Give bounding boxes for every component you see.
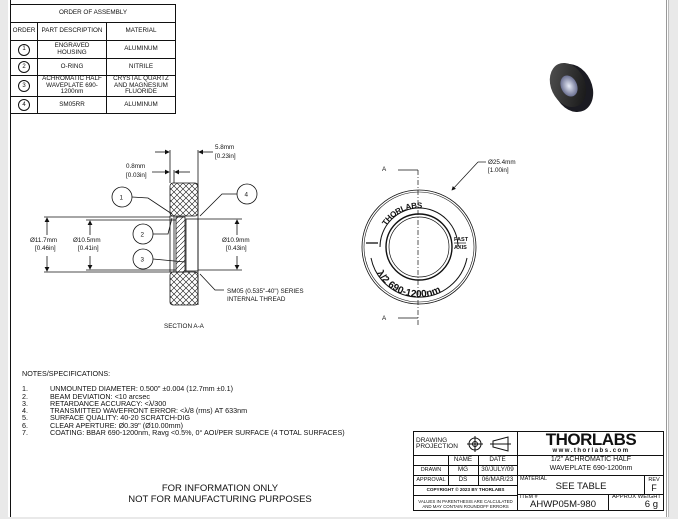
part-material: ALUMINUM [124, 100, 158, 108]
sheet-border-left [10, 0, 11, 517]
approval-name: DS [458, 476, 468, 484]
svg-text:AXIS: AXIS [454, 245, 467, 251]
title-line-1: 1/2" ACHROMATIC HALF [550, 456, 632, 464]
weight-value: 6 g [644, 499, 658, 511]
order-balloon: 1 [18, 43, 30, 56]
note-item: 2.BEAM DEVIATION: <10 arcsec [22, 391, 150, 401]
order-balloon: 4 [18, 99, 30, 111]
part-description: ENGRAVED HOUSING [38, 41, 107, 59]
svg-text:0.8mm: 0.8mm [126, 163, 145, 170]
note-item: 3.RETARDANCE ACCURACY: <λ/300 [22, 398, 167, 408]
svg-text:2: 2 [141, 232, 145, 239]
svg-text:Ø10.5mm: Ø10.5mm [73, 237, 101, 244]
header-order: ORDER [11, 23, 38, 41]
date-header: DATE [489, 456, 506, 464]
svg-text:[0.46in]: [0.46in] [35, 245, 56, 252]
disclaimer: VALUES IN PARENTHESIS ARE CALCULATED AND… [418, 498, 513, 509]
svg-text:[0.41in]: [0.41in] [78, 245, 99, 252]
rev-label: REV [648, 476, 660, 483]
svg-text:[0.43in]: [0.43in] [226, 245, 247, 252]
drawn-date: 30/JULY/09 [481, 466, 514, 474]
section-dimension-labels: 5.8mm [0.23in] 0.8mm [0.03in] Ø11.7mm [0… [30, 144, 304, 330]
sheet-border-right [666, 0, 667, 517]
approval-label: APPROVAL [416, 477, 446, 484]
svg-text:FAST: FAST [454, 237, 469, 243]
order-balloon: 2 [18, 61, 30, 73]
item-number: AHWP05M-980 [530, 498, 596, 510]
svg-text:3: 3 [141, 257, 145, 264]
material-label: MATERIAL [520, 476, 548, 482]
name-header: NAME [453, 456, 473, 464]
item-label: ITEM # [520, 494, 538, 500]
part-description: SM05RR [38, 97, 107, 113]
note-item: 4.TRANSMITTED WAVEFRONT ERROR: <λ/8 (rms… [22, 406, 248, 416]
drawn-label: DRAWN [420, 467, 442, 474]
svg-text:SECTION A-A: SECTION A-A [164, 323, 205, 330]
product-render [549, 62, 594, 113]
part-material: CRYSTAL QUARTZ AND MAGNESIUM FLUORIDE [107, 76, 175, 97]
assembly-table-title: ORDER OF ASSEMBLY [11, 5, 175, 23]
engraving-spec: λ/2 690-1200nm [374, 269, 442, 301]
part-description: ACHROMATIC HALF WAVEPLATE 690-1200nm [38, 76, 107, 97]
svg-text:[0.23in]: [0.23in] [215, 153, 236, 160]
svg-text:Ø10.9mm: Ø10.9mm [222, 237, 250, 244]
svg-text:Ø11.7mm: Ø11.7mm [30, 237, 57, 244]
copyright: COPYRIGHT © 2023 BY THORLABS [426, 487, 505, 493]
approval-date: 06/MAR/23 [481, 476, 514, 484]
footer-line-1: FOR INFORMATION ONLY [161, 483, 279, 494]
footer-line-2: NOT FOR MANUFACTURING PURPOSES [128, 494, 312, 505]
part-material: NITRILE [107, 59, 175, 76]
part-description: O-RING [38, 59, 107, 76]
svg-text:[0.03in]: [0.03in] [126, 172, 147, 179]
disclaimer-footer: FOR INFORMATION ONLY NOT FOR MANUFACTURI… [100, 483, 340, 505]
svg-text:Ø25.4mm: Ø25.4mm [488, 159, 516, 166]
section-view [44, 149, 258, 306]
rev-value: F [651, 483, 657, 494]
note-item: 7.COATING: BBAR 690-1200nm, Ravg <0.5%, … [22, 428, 345, 438]
title-line-2: WAVEPLATE 690-1200nm [549, 465, 633, 473]
svg-text:5.8mm: 5.8mm [215, 144, 234, 151]
website: www.thorlabs.com [552, 448, 630, 455]
title-block: DRAWING PROJECTION NAME DATE DRAWN MG 30… [413, 431, 664, 511]
third-angle-projection-icon [467, 436, 511, 452]
svg-text:1: 1 [120, 195, 124, 202]
notes-title: NOTES/SPECIFICATIONS: [22, 369, 111, 378]
front-view [361, 161, 486, 325]
order-balloon: 3 [18, 80, 30, 92]
svg-text:A: A [382, 315, 387, 322]
note-item: 5.SURFACE QUALITY: 40-20 SCRATCH-DIG [22, 413, 191, 423]
svg-text:INTERNAL THREAD: INTERNAL THREAD [227, 296, 286, 303]
notes-section: NOTES/SPECIFICATIONS: 1.UNMOUNTED DIAMET… [22, 369, 345, 438]
material-value: SEE TABLE [555, 480, 607, 492]
header-material: MATERIAL [107, 23, 175, 41]
svg-text:A: A [382, 166, 387, 173]
header-description: PART DESCRIPTION [38, 23, 107, 41]
assembly-table: ORDER OF ASSEMBLY ORDER PART DESCRIPTION… [10, 4, 176, 114]
svg-text:SM05 (0.535"-40") SERIES: SM05 (0.535"-40") SERIES [227, 288, 304, 295]
note-item: 6.CLEAR APERTURE: Ø0.39" (Ø10.00mm) [22, 420, 184, 430]
svg-text:4: 4 [245, 192, 249, 199]
drawn-name: MG [457, 466, 469, 474]
part-material: ALUMINUM [107, 41, 175, 59]
svg-text:[1.00in]: [1.00in] [488, 167, 509, 174]
weight-label: APPROX WEIGHT [612, 494, 661, 501]
projection-label: DRAWING PROJECTION [416, 436, 458, 450]
note-item: 1.UNMOUNTED DIAMETER: 0.500" ±0.004 (12.… [22, 384, 233, 394]
thorlabs-logo: THORLABS [545, 429, 637, 449]
